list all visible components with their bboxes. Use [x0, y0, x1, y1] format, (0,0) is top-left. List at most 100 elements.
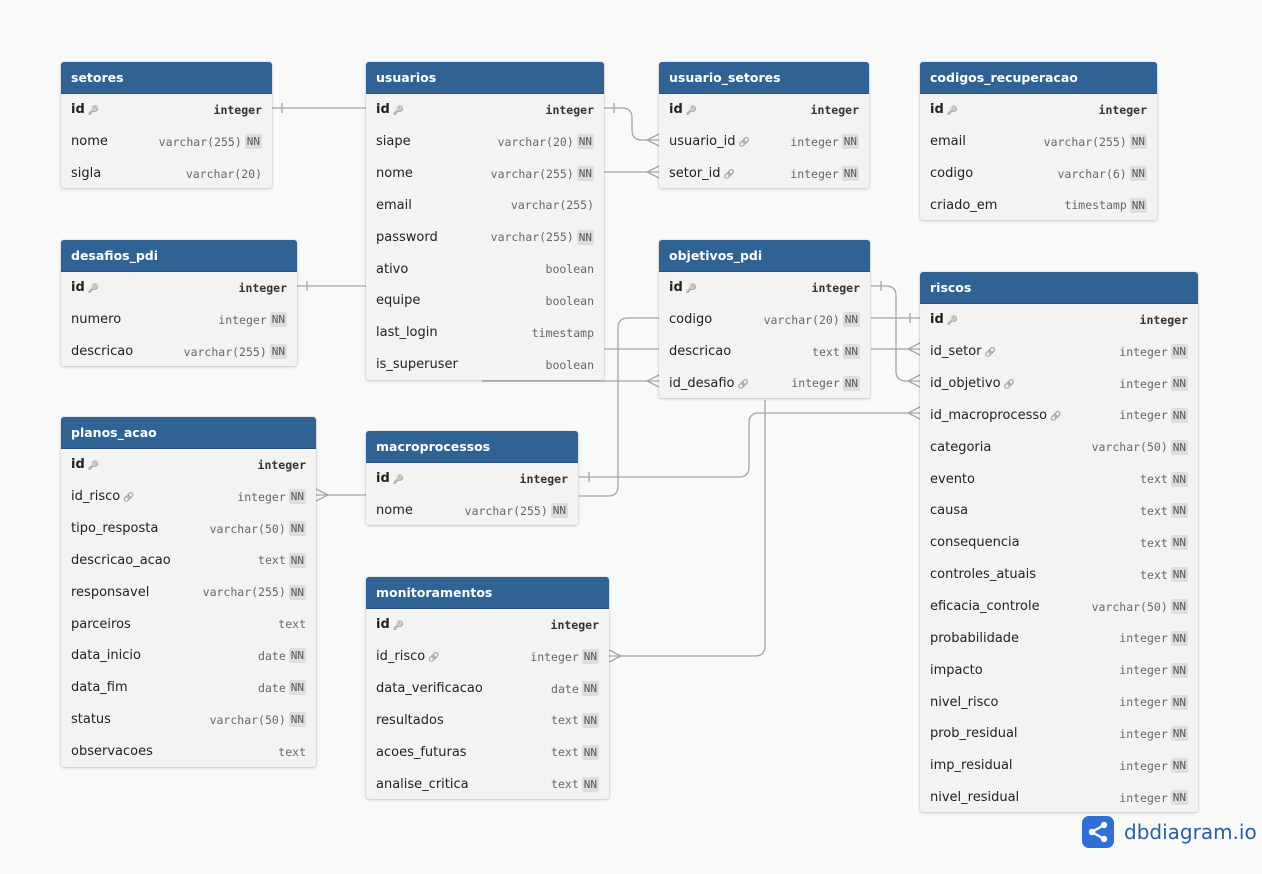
- column-row[interactable]: id🔑integer: [659, 272, 870, 304]
- column-row[interactable]: id🔑integer: [366, 94, 604, 126]
- not-null-badge: NN: [841, 166, 859, 182]
- column-row[interactable]: id🔑integer: [920, 304, 1198, 336]
- table-header[interactable]: macroprocessos: [366, 431, 578, 463]
- column-row[interactable]: id🔑integer: [366, 463, 578, 495]
- column-name: last_login: [376, 325, 532, 340]
- column-name: observacoes: [71, 744, 278, 759]
- not-null-badge: NN: [1170, 407, 1188, 423]
- column-name: id🔑: [669, 280, 812, 295]
- column-name: probabilidade: [930, 631, 1119, 646]
- column-name-text: eficacia_controle: [930, 599, 1040, 615]
- column-row[interactable]: id🔑integer: [61, 449, 316, 481]
- column-name: equipe: [376, 293, 546, 308]
- table-header[interactable]: planos_acao: [61, 417, 316, 449]
- column-name: codigo: [930, 166, 1058, 181]
- column-name-text: id_objetivo: [930, 376, 1001, 392]
- table-header[interactable]: monitoramentos: [366, 577, 609, 609]
- column-row[interactable]: id🔑integer: [659, 94, 869, 126]
- column-type: integer: [810, 102, 859, 117]
- table-header[interactable]: riscos: [920, 272, 1198, 304]
- column-row[interactable]: id🔑integer: [920, 94, 1157, 126]
- column-type: varchar(50): [209, 712, 286, 727]
- column-type: integer: [790, 134, 839, 149]
- brand-logo[interactable]: dbdiagram.io: [1082, 815, 1257, 849]
- column-name: numero: [71, 312, 218, 327]
- column-name-text: id: [376, 471, 390, 487]
- column-type: integer: [1119, 376, 1168, 391]
- column-name-text: id: [669, 280, 683, 296]
- column-type: text: [1140, 567, 1168, 582]
- table-header[interactable]: usuarios: [366, 62, 604, 94]
- column-row[interactable]: id🔑integer: [366, 609, 609, 641]
- column-row[interactable]: id🔑integer: [61, 272, 297, 304]
- table-header[interactable]: objetivos_pdi: [659, 240, 870, 272]
- column-row[interactable]: id🔑integer: [61, 94, 272, 126]
- table-header[interactable]: usuario_setores: [659, 62, 869, 94]
- table-header[interactable]: setores: [61, 62, 272, 94]
- table-header[interactable]: codigos_recuperacao: [920, 62, 1157, 94]
- table-header[interactable]: desafios_pdi: [61, 240, 297, 272]
- link-icon: 🔗: [984, 348, 996, 359]
